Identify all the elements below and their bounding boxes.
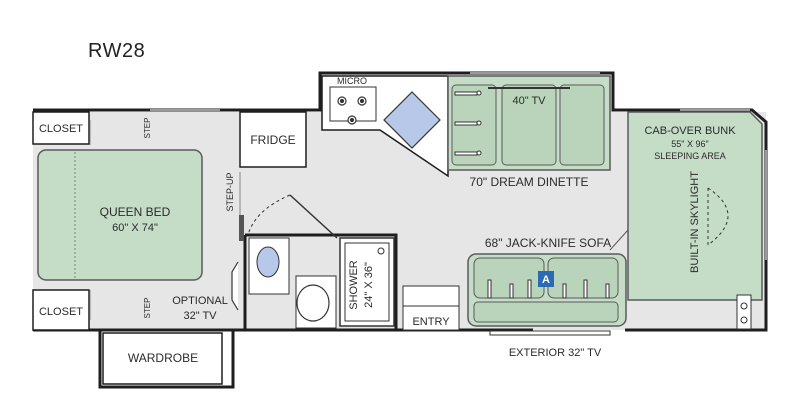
cab-edge: [609, 229, 629, 251]
optional-tv-label-1: OPTIONAL: [172, 295, 228, 307]
shower-stall: [339, 237, 395, 327]
exterior-tv-label: EXTERIOR 32" TV: [509, 347, 602, 359]
step-top-label: STEP: [143, 118, 152, 139]
toilet-icon: [295, 275, 337, 329]
step-bottom-label: STEP: [143, 298, 152, 319]
entry-label: ENTRY: [412, 316, 450, 328]
kitchen-counter: MICRO: [321, 75, 449, 178]
tv-40-label: 40" TV: [512, 95, 546, 107]
sofa-badge-icon: [538, 271, 554, 287]
dream-dinette: 40" TV 70" DREAM DINETTE: [447, 75, 611, 189]
cab-over-size: 55" X 96": [671, 139, 708, 149]
wardrobe: WARDROBE: [102, 332, 223, 385]
bath-sink-icon: [256, 246, 280, 278]
stove-burners-icon: [337, 96, 367, 125]
closet-bottom-label: CLOSET: [39, 306, 83, 318]
entry: ENTRY: [402, 285, 460, 331]
sofa-label: 68" JACK-KNIFE SOFA: [485, 236, 611, 250]
cab-over-bunk: CAB-OVER BUNK 55" X 96" SLEEPING AREA BU…: [627, 111, 763, 301]
sofa-badge: A: [542, 274, 550, 286]
fridge-label: FRIDGE: [250, 133, 295, 147]
dash-vents-icon: [736, 294, 752, 330]
exterior-walls: [33, 71, 768, 389]
queen-bed: QUEEN BED 60" X 74": [37, 149, 203, 281]
fridge: FRIDGE: [239, 111, 307, 168]
closet-top-label: CLOSET: [39, 123, 83, 135]
model-name: RW28: [88, 40, 146, 62]
shower-label: SHOWER: [348, 260, 360, 310]
bath-door-hinge: [239, 215, 244, 241]
micro-label: MICRO: [337, 76, 367, 86]
exterior-tv: EXTERIOR 32" TV: [489, 330, 611, 359]
closet-top: CLOSET: [32, 111, 90, 145]
queen-bed-size: 60" X 74": [112, 222, 158, 234]
skylight-icon: [707, 187, 729, 246]
skylight-label: BUILT-IN SKYLIGHT: [689, 171, 701, 273]
shower-drain-icon: [377, 247, 385, 255]
optional-tv-label-2: 32" TV: [183, 310, 217, 322]
optional-tv: OPTIONAL 32" TV: [172, 261, 239, 322]
queen-bed-label: QUEEN BED: [100, 205, 171, 219]
bathroom: SHOWER 24" X 36": [239, 194, 398, 330]
step-up-label: STEP-UP: [225, 172, 235, 211]
exterior-tv-icon: [489, 330, 611, 336]
seatbelt-icons: [454, 90, 482, 156]
shower-size: 24" X 36": [363, 262, 375, 308]
wardrobe-label: WARDROBE: [128, 351, 198, 365]
cab-over-label: CAB-OVER BUNK: [644, 125, 736, 137]
jack-knife-sofa: 68" JACK-KNIFE SOFA A: [467, 236, 627, 327]
sink-icon: [383, 91, 441, 149]
dinette-label: 70" DREAM DINETTE: [470, 175, 589, 189]
cab-over-area: SLEEPING AREA: [654, 151, 726, 161]
optional-tv-icon: [231, 261, 239, 311]
closet-bottom: CLOSET: [32, 289, 90, 331]
windows: [150, 72, 767, 260]
sofa-seatbelt-icons: [487, 279, 610, 299]
bath-door-swing: [247, 194, 291, 236]
